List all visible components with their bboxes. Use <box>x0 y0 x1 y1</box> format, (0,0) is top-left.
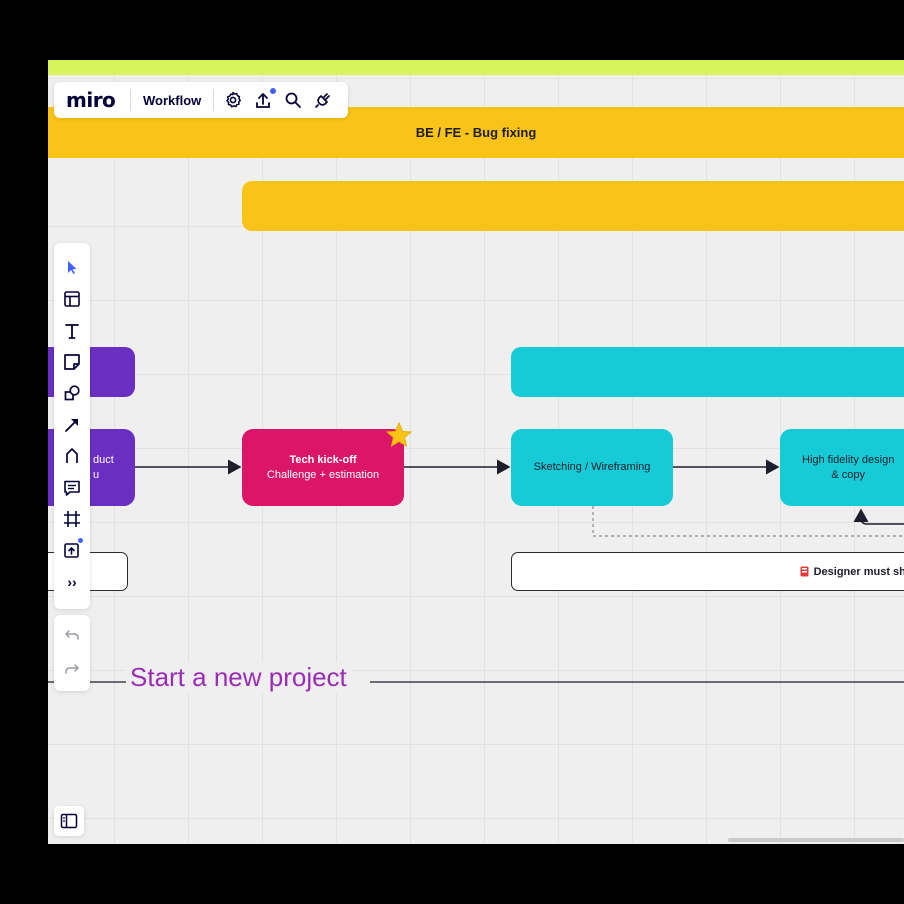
panel-toggle-icon[interactable] <box>54 806 84 836</box>
high-fidelity-node[interactable]: High fidelity design & copy <box>780 429 904 506</box>
notification-dot <box>78 538 83 543</box>
high-fidelity-label: High fidelity design & copy <box>802 453 895 481</box>
upload-icon[interactable] <box>248 85 278 115</box>
undo-redo-panel <box>54 615 90 691</box>
shapes-icon[interactable] <box>54 379 90 407</box>
tech-kickoff-title: Tech kick-off <box>289 453 357 466</box>
frame-icon[interactable] <box>54 505 90 533</box>
tech-kickoff-subtitle: Challenge + estimation <box>266 468 380 481</box>
alert-icon <box>800 566 809 577</box>
horizontal-scrollbar[interactable] <box>728 838 904 842</box>
notification-dot <box>270 88 277 94</box>
topbar-divider <box>130 89 131 111</box>
undo-icon[interactable] <box>54 621 90 649</box>
redo-icon[interactable] <box>54 655 90 683</box>
designer-note-content: Designer must sha <box>800 566 904 578</box>
plugin-icon[interactable] <box>308 85 338 115</box>
miro-logo[interactable]: miro <box>66 88 116 112</box>
top-bar: miro Workflow <box>54 82 348 118</box>
board-canvas[interactable]: BE / FE - Bug fixing k duct u Tech kick-… <box>48 60 904 844</box>
pen-icon[interactable] <box>54 442 90 470</box>
connectors <box>48 459 904 683</box>
arrow-feedback-to-hifi <box>853 508 904 525</box>
lane-title: BE / FE - Bug fixing <box>415 125 537 140</box>
board-name[interactable]: Workflow <box>143 92 202 108</box>
designer-note-text: Designer must sha <box>813 565 904 578</box>
templates-icon[interactable] <box>54 285 90 313</box>
topbar-divider <box>213 89 215 111</box>
cyan-lane-bar[interactable] <box>511 347 904 397</box>
star-icon <box>386 422 412 448</box>
tech-kickoff-node[interactable]: Tech kick-off Challenge + estimation <box>242 429 404 506</box>
dotted-feedback-line <box>592 506 904 537</box>
sketching-node[interactable]: Sketching / Wireframing <box>511 429 673 506</box>
search-icon[interactable] <box>278 85 308 115</box>
start-project-label: Start a new project <box>126 662 351 693</box>
sketching-label: Sketching / Wireframing <box>533 461 651 473</box>
top-accent-strip <box>48 60 904 75</box>
text-icon[interactable] <box>54 317 90 345</box>
yellow-lane-bar[interactable] <box>242 181 904 231</box>
more-icon[interactable]: ›› <box>67 574 77 590</box>
comment-icon[interactable] <box>54 474 90 502</box>
select-icon[interactable] <box>54 253 90 281</box>
arrow-icon[interactable] <box>54 411 90 439</box>
upload-icon[interactable] <box>54 536 90 564</box>
designer-note-box[interactable]: Designer must sha <box>511 552 904 591</box>
left-toolbar: ›› <box>54 243 90 609</box>
sticky-note-icon[interactable] <box>54 348 90 376</box>
settings-icon[interactable] <box>218 85 248 115</box>
